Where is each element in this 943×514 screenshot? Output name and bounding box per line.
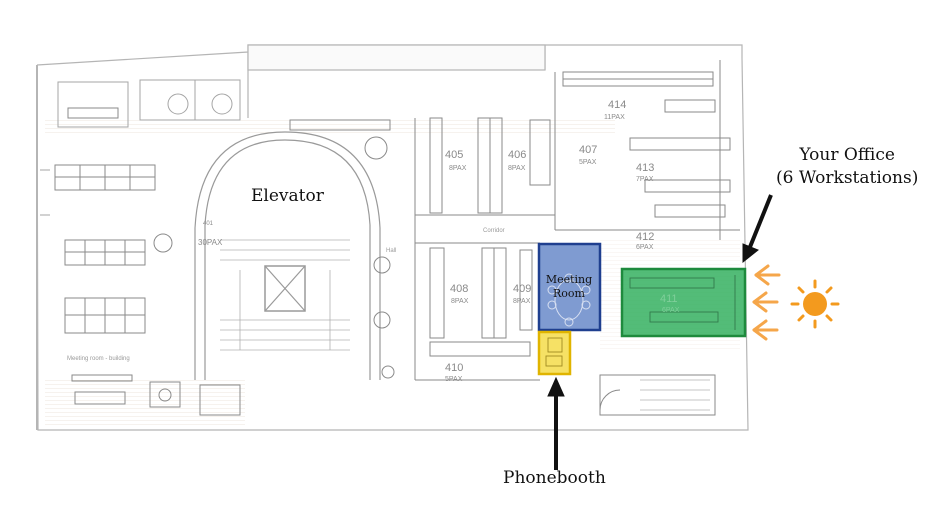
- round-tables: [289, 119, 395, 379]
- room-406-number: 406: [508, 149, 526, 161]
- room-409-number: 409: [513, 283, 531, 295]
- elevator-label: Elevator: [251, 186, 324, 206]
- sunlight-arrows: [752, 264, 781, 341]
- room-401-pax: 30PAX: [198, 238, 223, 247]
- your-office-title: Your Office (6 Workstations): [776, 144, 918, 190]
- room-410-pax: 5PAX: [445, 376, 463, 383]
- desks-411-414: [554, 60, 740, 416]
- phonebooth-highlight[interactable]: [537, 330, 572, 376]
- room-414-pax: 11PAX: [604, 114, 625, 121]
- room-412-pax: 6PAX: [636, 244, 654, 251]
- room-405-pax: 8PAX: [449, 165, 467, 172]
- arrow-icon: [547, 194, 773, 470]
- meeting-room-label-line1: Meeting: [546, 273, 592, 286]
- room-labels: 414 11PAX 413 7PAX 412 6PAX 407 5PAX 405…: [67, 99, 654, 383]
- room-407-pax: 5PAX: [579, 159, 597, 166]
- sun-icon: [790, 279, 840, 329]
- room-409-pax: 8PAX: [513, 298, 531, 305]
- building-outline: [36, 44, 749, 431]
- phonebooth-label: Phonebooth: [503, 468, 606, 488]
- room-411-number: 411: [660, 293, 678, 305]
- desks-401: [54, 107, 241, 416]
- room-414-number: 414: [608, 99, 626, 111]
- room-406-pax: 8PAX: [508, 165, 526, 172]
- room-411-pax: 6PAX: [662, 307, 680, 314]
- room-413-number: 413: [636, 162, 654, 174]
- your-office-label-line1: Your Office: [799, 145, 895, 165]
- small-meeting-room-label: Meeting room - building: [67, 356, 130, 362]
- your-office-highlight[interactable]: 411 6PAX: [620, 267, 747, 338]
- your-office-label-line2: (6 Workstations): [776, 168, 919, 188]
- room-408-pax: 8PAX: [451, 298, 469, 305]
- meeting-room-highlight[interactable]: Meeting Room: [537, 242, 602, 332]
- room-401-number: 401: [203, 221, 214, 227]
- room-410-number: 410: [445, 362, 463, 374]
- service-rooms: [40, 79, 241, 216]
- room-405-number: 405: [445, 149, 463, 161]
- room-408-number: 408: [450, 283, 468, 295]
- meeting-room-label-line2: Room: [553, 287, 586, 300]
- room-412-number: 412: [636, 231, 654, 243]
- desks-408-410: [415, 242, 540, 381]
- room-413-pax: 7PAX: [636, 176, 654, 183]
- desks-405-407: [414, 117, 556, 380]
- hall-label: Hall: [386, 248, 396, 254]
- room-407-number: 407: [579, 144, 597, 156]
- elevator-core: [194, 131, 381, 380]
- corridor-label: Corridor: [483, 228, 505, 234]
